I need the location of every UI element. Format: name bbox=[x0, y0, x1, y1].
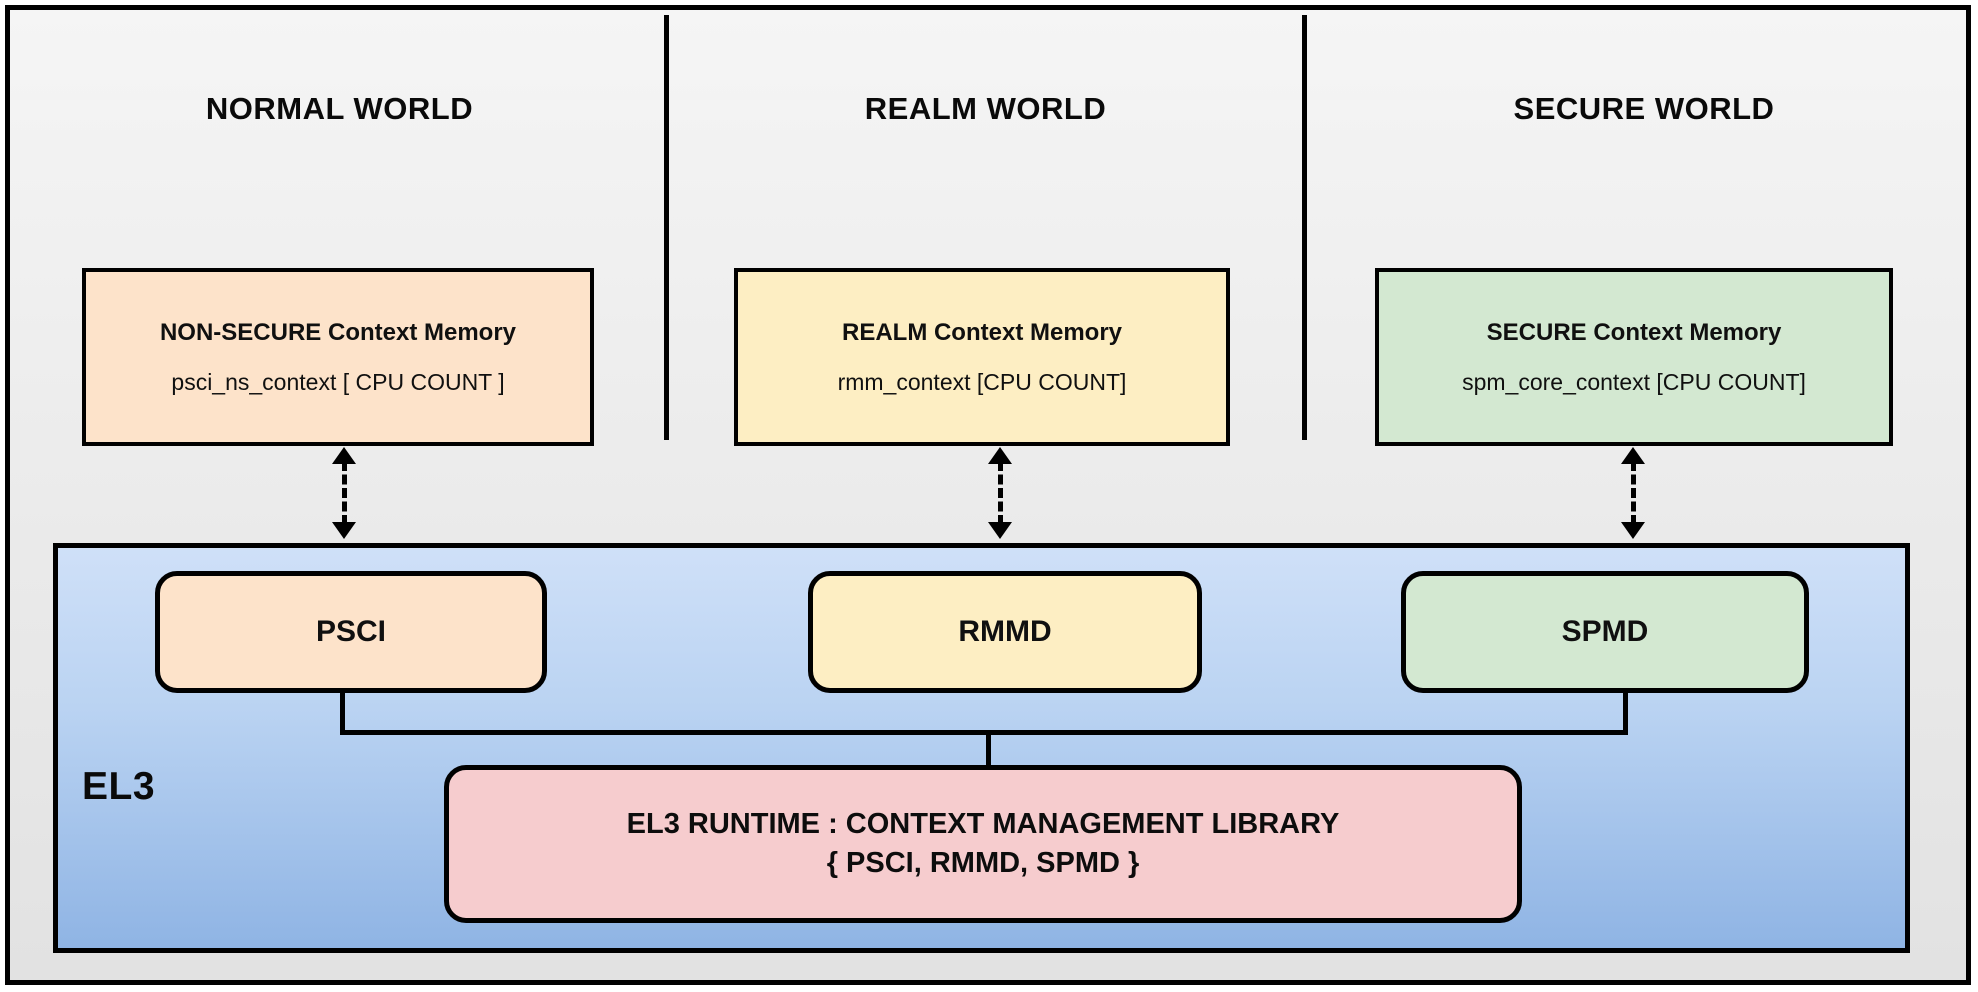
world-column-normal: NORMAL WORLD bbox=[15, 15, 664, 440]
world-title-secure: SECURE WORLD bbox=[1513, 91, 1775, 126]
context-memory-title-non-secure: NON-SECURE Context Memory bbox=[159, 318, 517, 346]
context-memory-box-secure[interactable]: SECURE Context Memory spm_core_context [… bbox=[1375, 268, 1893, 446]
arrow-head-down-icon bbox=[332, 522, 356, 539]
connector-spmd-to-bus bbox=[1623, 693, 1628, 735]
bidirectional-dashed-arrow-non-secure bbox=[332, 447, 356, 539]
world-column-secure: SECURE WORLD bbox=[1302, 15, 1978, 440]
arrow-head-up-icon bbox=[332, 447, 356, 464]
world-column-realm: REALM WORLD bbox=[664, 15, 1302, 440]
connector-bus-to-runtime bbox=[986, 730, 991, 788]
dispatcher-box-spmd[interactable]: SPMD bbox=[1401, 571, 1809, 693]
el3-panel-label: EL3 bbox=[82, 765, 156, 808]
context-memory-symbol-non-secure: psci_ns_context [ CPU COUNT ] bbox=[171, 368, 505, 395]
arrow-head-down-icon bbox=[1621, 522, 1645, 539]
dispatcher-box-rmmd[interactable]: RMMD bbox=[808, 571, 1202, 693]
connector-psci-to-bus bbox=[340, 693, 345, 735]
el3-runtime-library-members: { PSCI, RMMD, SPMD } bbox=[826, 847, 1140, 879]
arrow-stem bbox=[998, 461, 1003, 525]
arrow-head-up-icon bbox=[1621, 447, 1645, 464]
arrow-stem bbox=[1631, 461, 1636, 525]
context-memory-box-realm[interactable]: REALM Context Memory rmm_context [CPU CO… bbox=[734, 268, 1230, 446]
bidirectional-dashed-arrow-secure bbox=[1621, 447, 1645, 539]
world-title-realm: REALM WORLD bbox=[864, 91, 1107, 126]
arrow-head-down-icon bbox=[988, 522, 1012, 539]
worlds-band: NORMAL WORLD REALM WORLD SECURE WORLD bbox=[15, 15, 1978, 440]
context-memory-title-realm: REALM Context Memory bbox=[841, 318, 1123, 346]
el3-runtime-library-box[interactable]: EL3 RUNTIME : CONTEXT MANAGEMENT LIBRARY… bbox=[444, 765, 1522, 923]
arrow-stem bbox=[342, 461, 347, 525]
dispatcher-box-psci[interactable]: PSCI bbox=[155, 571, 547, 693]
diagram-outer-frame: NORMAL WORLD REALM WORLD SECURE WORLD NO… bbox=[5, 5, 1971, 985]
context-memory-title-secure: SECURE Context Memory bbox=[1486, 318, 1782, 346]
el3-runtime-library-title: EL3 RUNTIME : CONTEXT MANAGEMENT LIBRARY bbox=[626, 808, 1340, 840]
connector-horizontal-bus bbox=[340, 730, 1628, 735]
bidirectional-dashed-arrow-realm bbox=[988, 447, 1012, 539]
world-title-normal: NORMAL WORLD bbox=[205, 91, 474, 126]
arrow-head-up-icon bbox=[988, 447, 1012, 464]
context-memory-box-non-secure[interactable]: NON-SECURE Context Memory psci_ns_contex… bbox=[82, 268, 594, 446]
context-memory-symbol-secure: spm_core_context [CPU COUNT] bbox=[1462, 368, 1806, 395]
context-memory-symbol-realm: rmm_context [CPU COUNT] bbox=[837, 368, 1127, 395]
